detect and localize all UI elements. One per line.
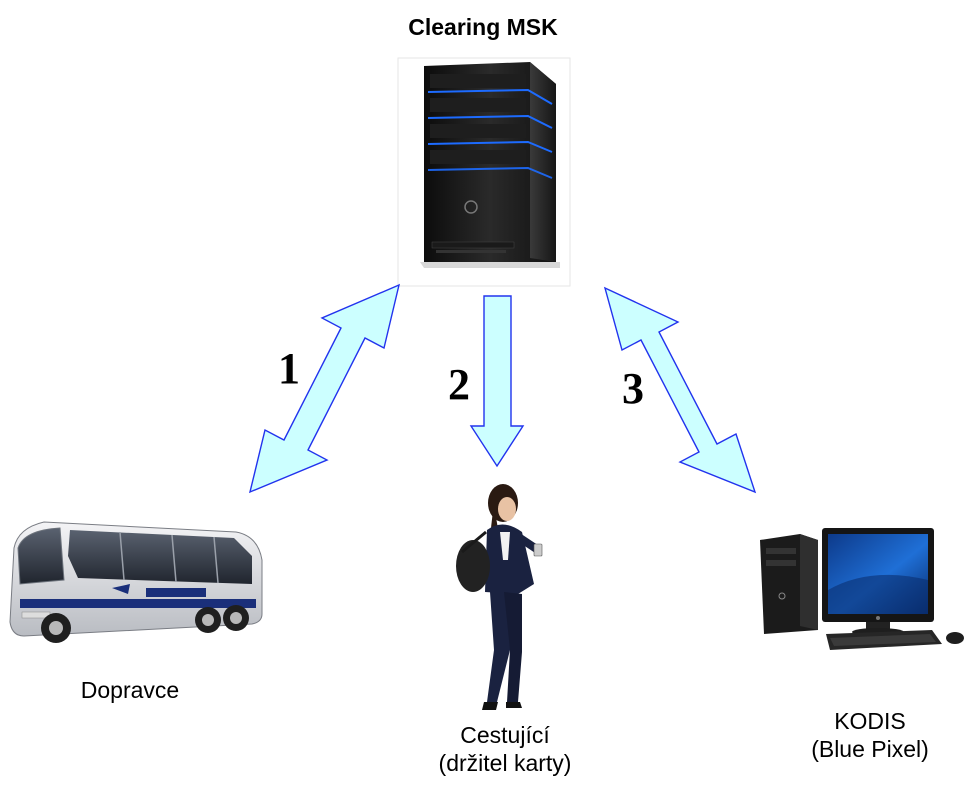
arrow-2 <box>469 295 525 468</box>
traveler-label: Cestující (držitel karty) <box>400 722 610 777</box>
traveler-icon <box>456 484 543 710</box>
kodis-label-line2: (Blue Pixel) <box>811 735 929 762</box>
diagram-title: Clearing MSK <box>408 14 558 40</box>
carrier-label-line1: Dopravce <box>80 677 180 703</box>
arrow-2-label: 2 <box>448 360 470 409</box>
carrier-label: Dopravce <box>40 677 220 705</box>
traveler-label-line2: (držitel karty) <box>438 749 572 776</box>
arrow-3-label: 3 <box>622 364 644 413</box>
kodis-label: KODIS (Blue Pixel) <box>785 708 955 763</box>
arrow-1-label: 1 <box>278 344 300 393</box>
arrow-1 <box>248 283 401 494</box>
desktop-computer-icon <box>760 528 964 650</box>
kodis-label-line1: KODIS <box>834 708 906 734</box>
traveler-label-line1: Cestující <box>460 722 550 748</box>
arrow-3 <box>603 286 757 494</box>
bus-icon <box>9 521 263 643</box>
server-icon <box>397 57 571 287</box>
